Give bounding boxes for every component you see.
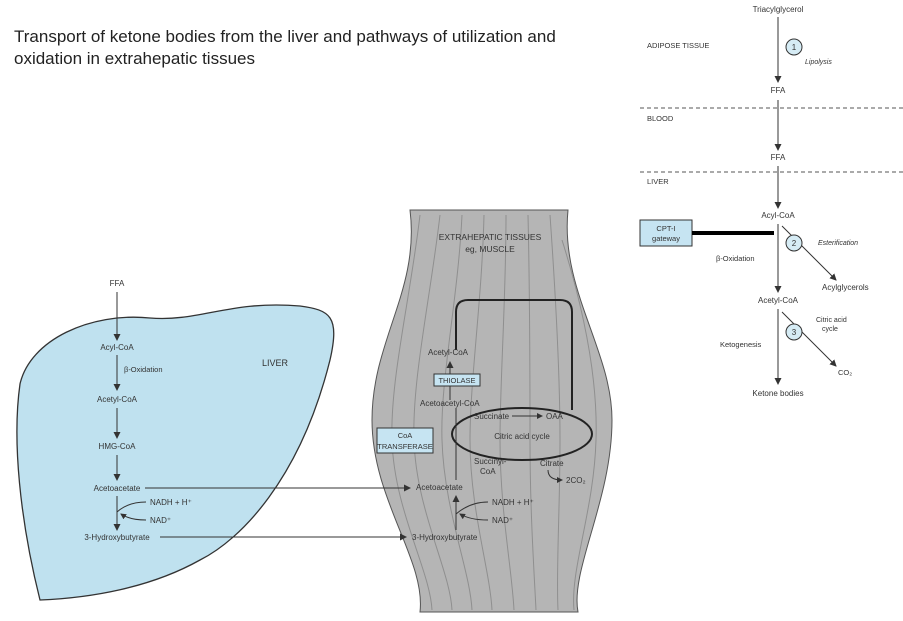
liver-shape	[17, 305, 334, 600]
liver-ffa: FFA	[110, 279, 125, 288]
liver-nadh: NADH + H⁺	[150, 498, 192, 507]
co2-label: 2CO₂	[566, 476, 586, 485]
muscle-nadh: NADH + H⁺	[492, 498, 534, 507]
liver-hydroxybutyrate: 3-Hydroxybutyrate	[84, 533, 150, 542]
side-lipolysis: Lipolysis	[805, 59, 832, 66]
liver-label: LIVER	[262, 358, 289, 368]
side-blood: BLOOD	[647, 114, 674, 123]
muscle-acetyl-coa: Acetyl-CoA	[428, 348, 469, 357]
side-cpt1: CPT-I	[656, 224, 675, 233]
side-step-2: 2	[792, 239, 797, 248]
succinate-label: Succinate	[474, 412, 510, 421]
side-acylglycerols: Acylglycerols	[822, 283, 869, 292]
side-step-3: 3	[792, 328, 797, 337]
side-citric-acid: Citric acid	[816, 317, 847, 324]
citrate-label: Citrate	[540, 459, 564, 468]
side-esterification: Esterification	[818, 240, 858, 247]
liver-acetyl-coa: Acetyl-CoA	[97, 395, 138, 404]
liver-acetoacetate: Acetoacetate	[94, 484, 141, 493]
thiolase-label: THIOLASE	[438, 376, 475, 385]
side-cycle: cycle	[822, 326, 838, 333]
side-step-1: 1	[792, 43, 797, 52]
muscle-hydroxybutyrate: 3-Hydroxybutyrate	[412, 533, 478, 542]
muscle-acetoacetate: Acetoacetate	[416, 483, 463, 492]
side-ffa-1: FFA	[771, 86, 786, 95]
succinyl-coa-label: Succinyl-	[474, 457, 507, 466]
liver-hmg-coa: HMG-CoA	[99, 442, 137, 451]
side-acetyl-coa: Acetyl-CoA	[758, 296, 799, 305]
coa-transferase-label: CoA	[398, 431, 413, 440]
oaa-label: OAA	[546, 412, 564, 421]
extrahepatic-sublabel: eg, MUSCLE	[465, 244, 515, 254]
side-gateway: gateway	[652, 234, 680, 243]
side-triacylglycerol: Triacylglycerol	[753, 5, 804, 14]
muscle-acetoacetyl-coa: Acetoacetyl-CoA	[420, 399, 480, 408]
side-beta-oxidation: β-Oxidation	[716, 254, 755, 263]
side-adipose-tissue: ADIPOSE TISSUE	[647, 41, 709, 50]
side-ketone-bodies: Ketone bodies	[752, 389, 803, 398]
extrahepatic-label: EXTRAHEPATIC TISSUES	[439, 232, 542, 242]
side-liver: LIVER	[647, 177, 669, 186]
liver-acyl-coa: Acyl-CoA	[100, 343, 134, 352]
succinyl-coa-label-2: CoA	[480, 467, 496, 476]
muscle-nad: NAD⁺	[492, 516, 513, 525]
liver-nad: NAD⁺	[150, 516, 171, 525]
side-co2: CO₂	[838, 368, 852, 377]
side-ffa-2: FFA	[771, 153, 786, 162]
liver-beta-oxidation: β-Oxidation	[124, 365, 163, 374]
coa-transferase-label-2: TRANSFERASE	[377, 442, 432, 451]
side-ketogenesis: Ketogenesis	[720, 340, 762, 349]
side-acyl-coa: Acyl-CoA	[761, 211, 795, 220]
side-diagram: Triacylglycerol ADIPOSE TISSUE 1 Lipolys…	[640, 5, 903, 398]
cycle-label: Citric acid cycle	[494, 432, 550, 441]
